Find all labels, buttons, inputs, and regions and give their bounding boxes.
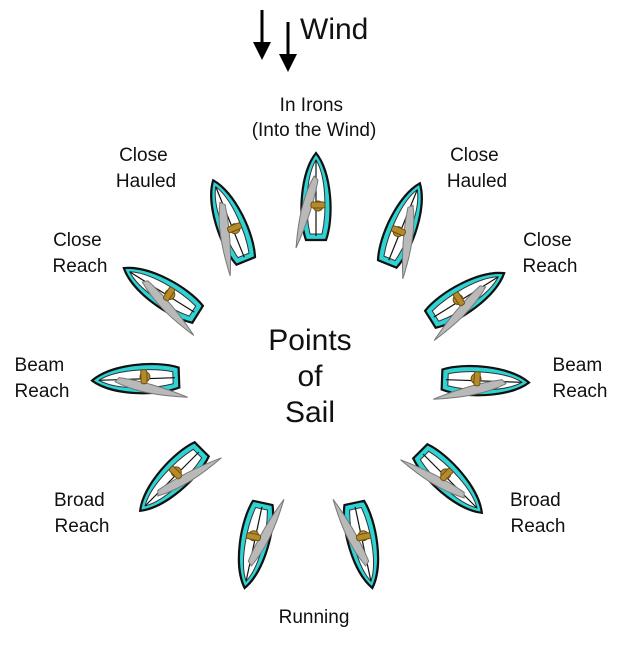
boat-broad-reach-left-icon <box>128 432 223 527</box>
boat-broad-reach-right-icon <box>399 434 494 529</box>
label-broad-reach-right: Broad Reach <box>510 490 566 537</box>
wind-arrows-icon <box>253 10 297 72</box>
boat-in-irons-icon <box>294 151 332 250</box>
title-line-3: Sail <box>285 396 335 429</box>
title-line-2: of <box>297 360 323 393</box>
label-close-reach-right: Close Reach <box>523 230 578 277</box>
label-broad-reach-left: Broad Reach <box>54 490 110 537</box>
label-beam-reach-right: Beam Reach <box>553 355 608 402</box>
label-beam-reach-left: Beam Reach <box>15 355 70 402</box>
boat-beam-reach-left-icon <box>90 361 189 402</box>
label-close-reach-left: Close Reach <box>53 230 108 277</box>
label-in-irons: In Irons (Into the Wind) <box>252 95 377 141</box>
boat-running-left-icon <box>229 490 286 594</box>
boat-close-hauled-right-icon <box>369 176 440 280</box>
label-close-hauled-left: Close Hauled <box>116 145 176 192</box>
label-close-hauled-right: Close Hauled <box>447 145 507 192</box>
label-running: Running <box>279 607 350 628</box>
title-line-1: Points <box>268 324 351 357</box>
boat-close-hauled-left-icon <box>193 173 264 277</box>
wind-label: Wind <box>300 13 368 46</box>
boat-running-right-icon <box>331 490 388 594</box>
boat-beam-reach-right-icon <box>432 363 531 404</box>
boat-close-reach-left-icon <box>112 254 214 337</box>
boat-close-reach-right-icon <box>414 259 516 342</box>
